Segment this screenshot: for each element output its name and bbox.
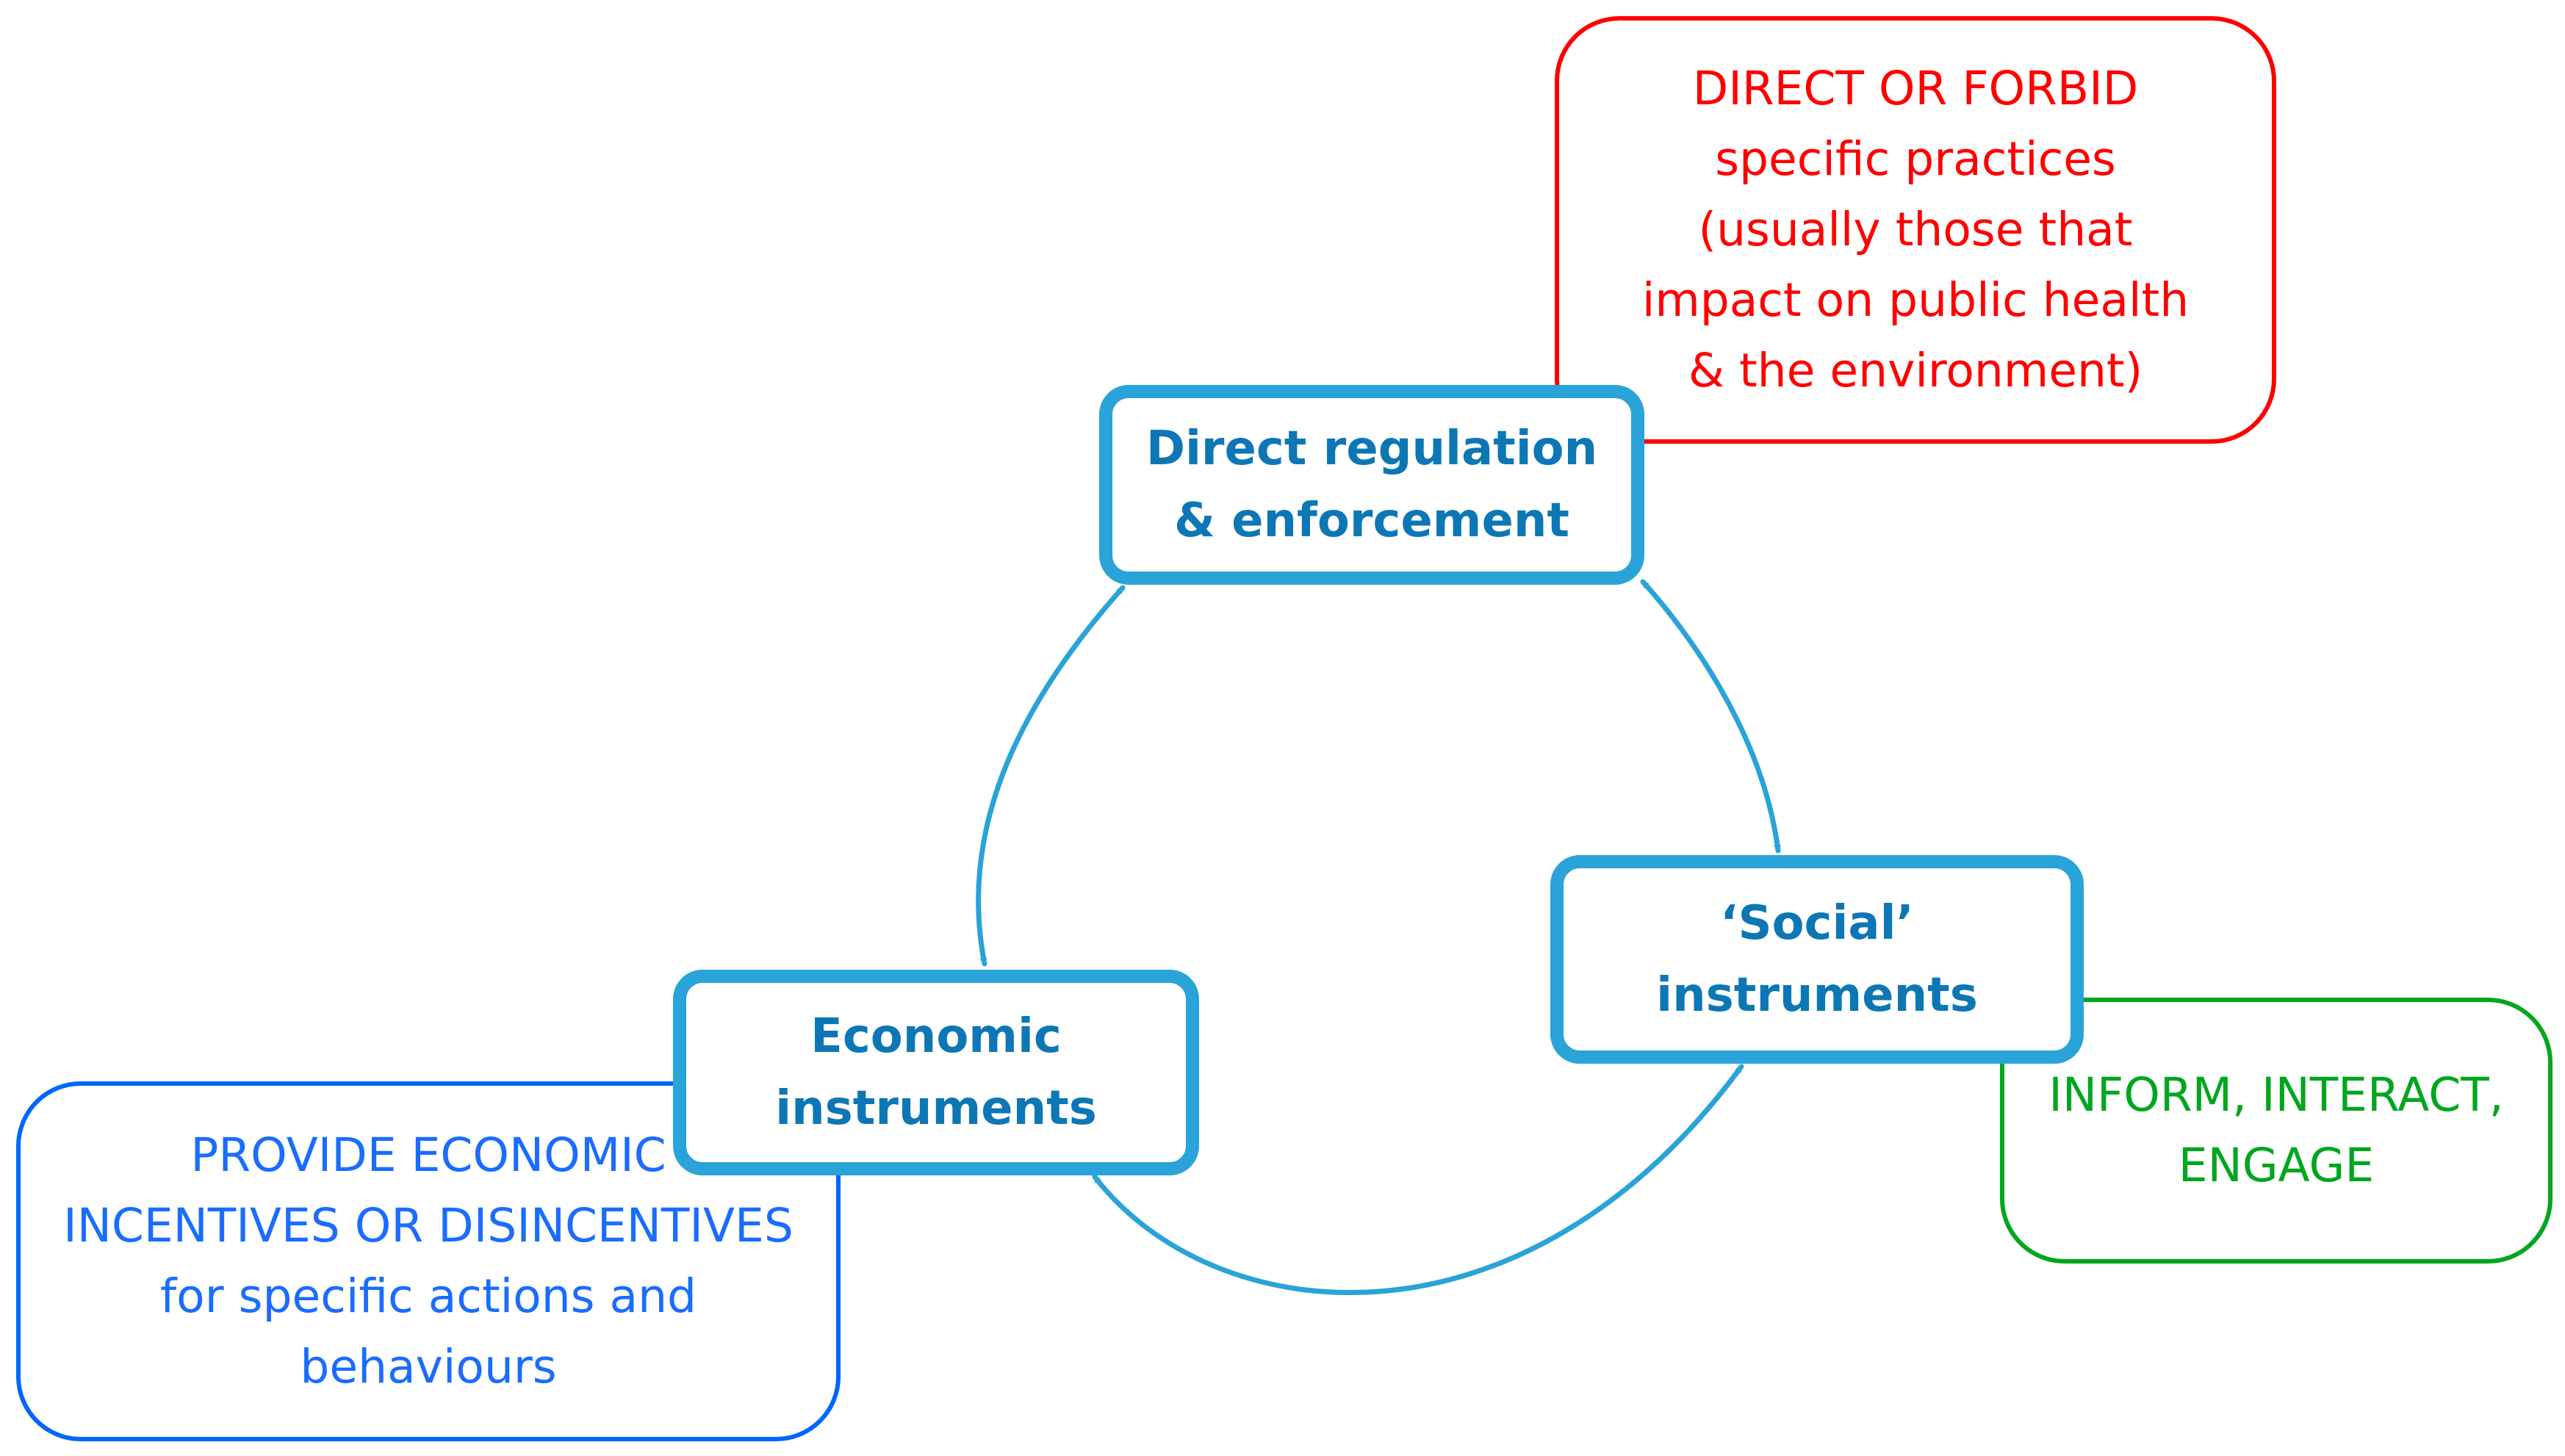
callout-line: DIRECT OR FORBID (1692, 62, 2139, 115)
arrow-direct-to-economic (976, 585, 1126, 967)
callout-line: impact on public health (1641, 273, 2190, 327)
callout-line: & the environment) (1688, 344, 2143, 397)
callout-line: behaviours (300, 1340, 557, 1394)
direct-or-forbid-text: DIRECT OR FORBID specific practices (usu… (1642, 54, 2189, 406)
callout-line: INCENTIVES OR DISINCENTIVES (63, 1199, 794, 1253)
economic-incentives-text: PROVIDE ECONOMIC INCENTIVES OR DISINCENT… (63, 1120, 794, 1402)
direct-regulation-label: Direct regulation & enforcement (1146, 413, 1597, 557)
callout-line: ENGAGE (2178, 1139, 2375, 1192)
social-instruments-label: ‘Social’ instruments (1656, 887, 1978, 1031)
node-line: Economic (810, 1009, 1062, 1064)
arrow-economic-to-social (1092, 1064, 1744, 1296)
arrow-direct-to-social (1640, 579, 1781, 854)
callout-line: for specific actions and (159, 1269, 697, 1323)
direct-or-forbid-callout: DIRECT OR FORBID specific practices (usu… (1555, 16, 2276, 444)
callout-line: (usually those that (1698, 203, 2133, 256)
inform-interact-engage-callout: INFORM, INTERACT, ENGAGE (2000, 998, 2553, 1264)
callout-line: specific practices (1715, 132, 2116, 186)
inform-interact-engage-text: INFORM, INTERACT, ENGAGE (2048, 1060, 2503, 1201)
node-line: instruments (775, 1081, 1097, 1136)
callout-line: INFORM, INTERACT, (2048, 1068, 2504, 1122)
direct-regulation-node: Direct regulation & enforcement (1099, 385, 1644, 585)
social-instruments-node: ‘Social’ instruments (1550, 855, 2084, 1064)
node-line: & enforcement (1173, 494, 1570, 548)
economic-instruments-node: Economic instruments (673, 970, 1199, 1175)
node-line: ‘Social’ (1720, 896, 1914, 951)
node-line: Direct regulation (1145, 422, 1598, 476)
callout-line: PROVIDE ECONOMIC (190, 1128, 666, 1182)
economic-instruments-label: Economic instruments (775, 1001, 1097, 1145)
node-line: instruments (1656, 968, 1978, 1023)
